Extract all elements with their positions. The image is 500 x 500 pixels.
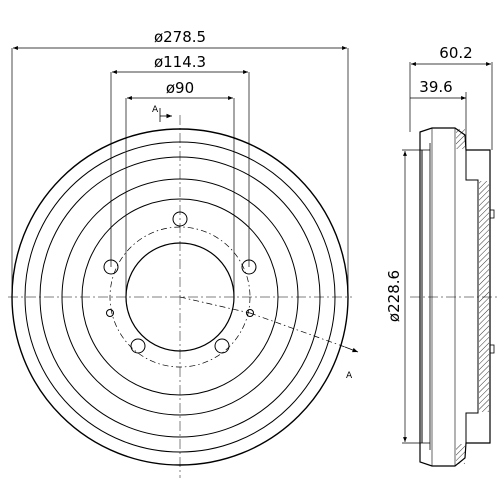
dimension-inner-depth — [410, 92, 467, 150]
section-line — [249, 312, 346, 348]
inner-depth-label: 39.6 — [419, 78, 452, 96]
hub-step-outline — [465, 150, 479, 443]
bolt-hole — [214, 338, 230, 354]
outer-diameter-label: ø278.5 — [154, 28, 206, 46]
drum-inner-diameter-label: ø228.6 — [385, 270, 403, 322]
section-arrow-bottom — [344, 346, 359, 353]
front-view — [8, 108, 359, 478]
dimension-overall-height — [409, 62, 493, 150]
hub-slot — [489, 209, 495, 219]
hatch-hub — [479, 181, 489, 412]
hatch-bottom — [456, 444, 465, 464]
section-mark-top: A — [152, 105, 159, 115]
pcd-label: ø114.3 — [154, 53, 206, 71]
side-section-view — [410, 127, 498, 467]
hatch-top — [456, 129, 465, 149]
screw-hole — [106, 309, 114, 317]
section-mark-bottom: A — [346, 371, 353, 381]
bolt-hole — [130, 338, 146, 354]
dimension-drum-inner — [402, 149, 430, 444]
screw-hole — [246, 309, 254, 317]
hub-slot — [489, 344, 495, 354]
dimension-center-bore — [125, 96, 235, 297]
dimension-pcd — [110, 70, 250, 267]
overall-height-label: 60.2 — [439, 44, 472, 62]
dimension-outer-diameter — [11, 46, 349, 297]
section-line — [179, 296, 251, 314]
center-bore-label: ø90 — [166, 79, 194, 97]
